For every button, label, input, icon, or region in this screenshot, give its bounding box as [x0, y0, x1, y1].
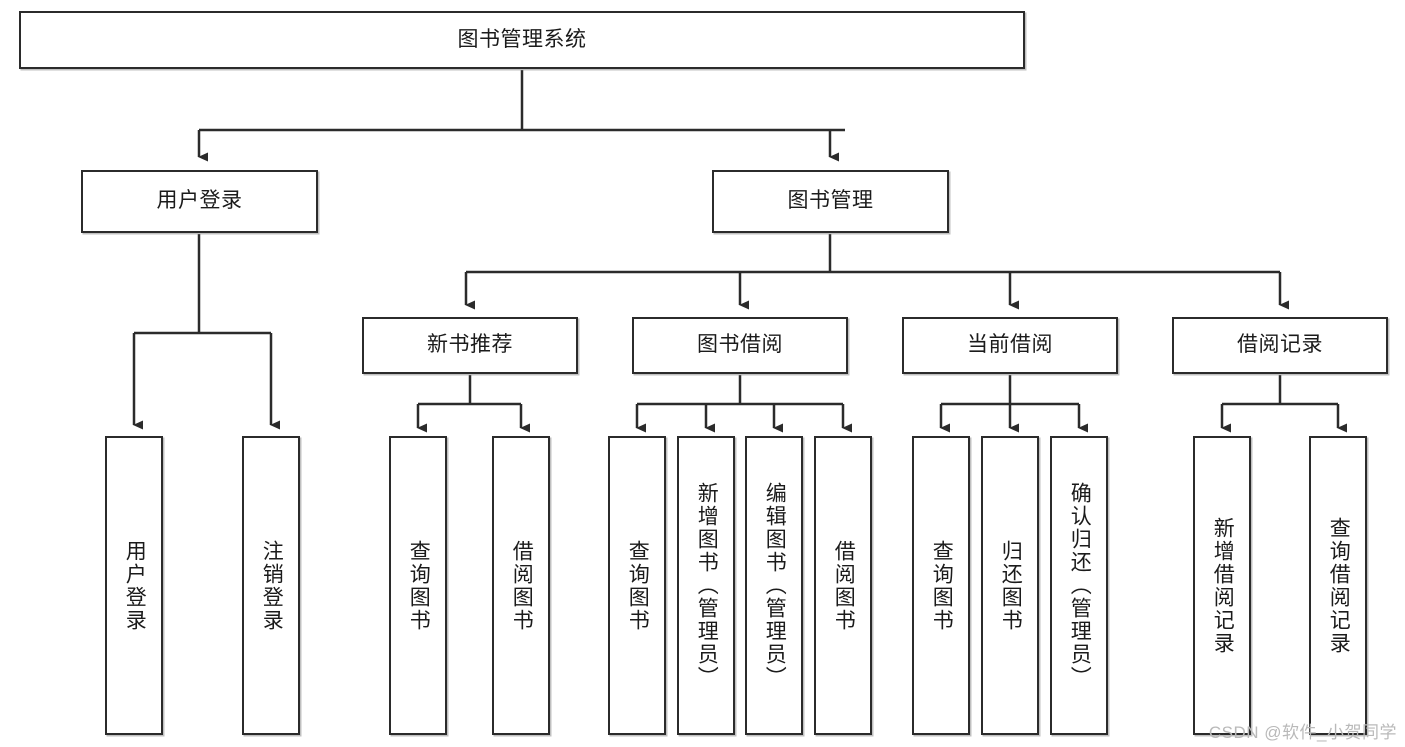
node-user-login[interactable]: 用户登录 [81, 170, 318, 233]
node-leaf-new-book-1-label: 查询图书 [407, 539, 431, 632]
node-current-borrow-label: 当前借阅 [967, 333, 1053, 357]
node-leaf-borrow-record-2-label: 查询借阅记录 [1327, 516, 1351, 655]
node-leaf-book-borrow-2-label: 新增图书（管理员） [695, 482, 719, 689]
watermark-text: CSDN @软件_小贺同学 [1208, 723, 1397, 742]
node-leaf-borrow-record-2[interactable]: 查询借阅记录 [1309, 436, 1367, 735]
node-leaf-book-borrow-3-label: 编辑图书（管理员） [763, 482, 787, 689]
node-leaf-user-login-1-label: 用户登录 [123, 539, 147, 632]
node-new-book-recommend[interactable]: 新书推荐 [362, 317, 578, 374]
node-leaf-book-borrow-4-label: 借阅图书 [832, 539, 856, 632]
node-leaf-book-borrow-1[interactable]: 查询图书 [608, 436, 666, 735]
node-leaf-user-login-1[interactable]: 用户登录 [105, 436, 163, 735]
node-leaf-book-borrow-4[interactable]: 借阅图书 [814, 436, 872, 735]
node-user-login-label: 用户登录 [156, 189, 243, 213]
node-book-management-label: 图书管理 [787, 189, 874, 213]
node-leaf-current-borrow-3-label: 确认归还（管理员） [1068, 482, 1092, 689]
node-leaf-current-borrow-1-label: 查询图书 [930, 539, 954, 632]
node-leaf-book-borrow-2[interactable]: 新增图书（管理员） [677, 436, 735, 735]
node-leaf-borrow-record-1-label: 新增借阅记录 [1211, 516, 1235, 655]
node-borrow-record-label: 借阅记录 [1237, 333, 1323, 357]
node-book-borrow-label: 图书借阅 [697, 333, 783, 357]
node-root-label: 图书管理系统 [457, 27, 587, 51]
node-book-management[interactable]: 图书管理 [712, 170, 949, 233]
node-leaf-borrow-record-1[interactable]: 新增借阅记录 [1193, 436, 1251, 735]
node-leaf-current-borrow-2[interactable]: 归还图书 [981, 436, 1039, 735]
node-leaf-book-borrow-1-label: 查询图书 [626, 539, 650, 632]
node-leaf-current-borrow-2-label: 归还图书 [999, 539, 1023, 632]
node-leaf-new-book-2[interactable]: 借阅图书 [492, 436, 550, 735]
node-current-borrow[interactable]: 当前借阅 [902, 317, 1118, 374]
node-leaf-book-borrow-3[interactable]: 编辑图书（管理员） [745, 436, 803, 735]
node-leaf-new-book-2-label: 借阅图书 [510, 539, 534, 632]
node-leaf-new-book-1[interactable]: 查询图书 [389, 436, 447, 735]
node-book-borrow[interactable]: 图书借阅 [632, 317, 848, 374]
node-root[interactable]: 图书管理系统 [19, 11, 1025, 69]
node-leaf-user-login-2[interactable]: 注销登录 [242, 436, 300, 735]
node-borrow-record[interactable]: 借阅记录 [1172, 317, 1388, 374]
node-leaf-current-borrow-3[interactable]: 确认归还（管理员） [1050, 436, 1108, 735]
node-leaf-user-login-2-label: 注销登录 [260, 539, 284, 632]
node-new-book-recommend-label: 新书推荐 [427, 333, 513, 357]
node-leaf-current-borrow-1[interactable]: 查询图书 [912, 436, 970, 735]
